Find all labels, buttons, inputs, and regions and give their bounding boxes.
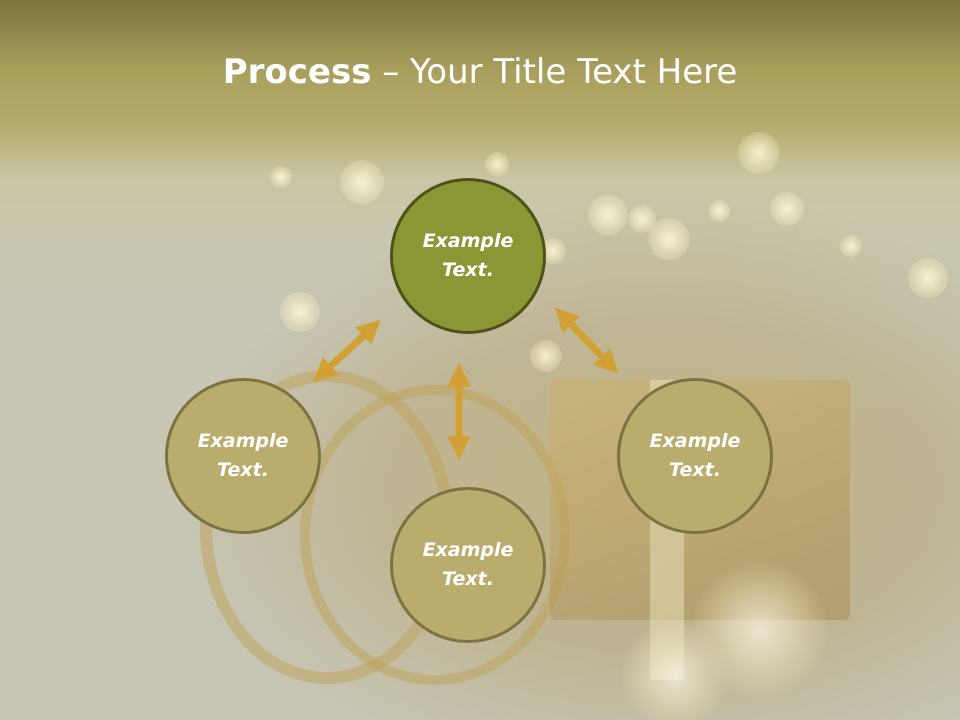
bokeh-light: [340, 160, 384, 204]
node-label: Example Text.: [422, 230, 514, 281]
node-label: Example Text.: [197, 430, 289, 481]
process-node-right: Example Text.: [617, 378, 773, 534]
bokeh-light: [648, 218, 690, 260]
title-rest: – Your Title Text Here: [371, 52, 738, 92]
bokeh-light: [738, 132, 780, 174]
bokeh-light: [588, 195, 628, 235]
title-bold: Process: [222, 52, 372, 92]
bokeh-light: [840, 235, 862, 257]
process-node-left: Example Text.: [165, 378, 321, 534]
process-node-bottom: Example Text.: [390, 487, 546, 643]
double-arrow-icon: [313, 319, 381, 383]
bokeh-light: [270, 166, 292, 188]
double-arrow-icon: [554, 307, 619, 374]
snowflake-decoration: [620, 620, 730, 720]
bokeh-light: [908, 258, 948, 298]
process-node-top: Example Text.: [390, 178, 546, 334]
node-label: Example Text.: [649, 430, 741, 481]
bokeh-light: [485, 152, 509, 176]
node-label: Example Text.: [422, 539, 514, 590]
bokeh-light: [708, 200, 730, 222]
bokeh-light: [770, 192, 804, 226]
slide-title: Process – Your Title Text Here: [0, 52, 960, 92]
